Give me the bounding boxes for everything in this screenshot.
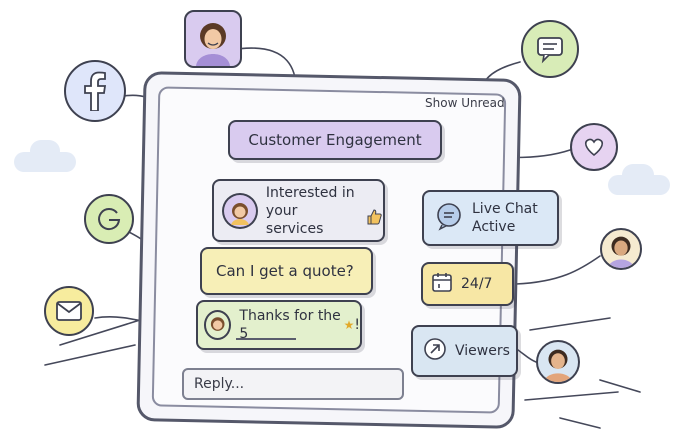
cloud-left <box>14 152 76 172</box>
message-punctuation: ! <box>354 317 360 333</box>
message-text: Interested in your services <box>266 184 383 238</box>
avatar <box>204 310 232 340</box>
avatar[interactable] <box>536 340 580 384</box>
message-interested[interactable]: Interested in your services <box>212 179 385 242</box>
mail-icon[interactable] <box>44 286 94 336</box>
page-title: Customer Engagement <box>228 120 442 160</box>
chat-bubble-icon[interactable] <box>521 20 579 78</box>
divider <box>236 338 296 340</box>
heart-icon[interactable] <box>570 123 618 171</box>
arrow-icon <box>423 337 447 365</box>
chat-bubble-icon <box>434 201 464 236</box>
thumbs-up-icon <box>365 208 383 231</box>
calendar-icon <box>431 271 453 297</box>
live-chat-status[interactable]: Live Chat Active <box>422 190 559 246</box>
cloud-left-top <box>30 140 60 162</box>
facebook-icon[interactable] <box>64 60 126 122</box>
avatar <box>222 192 258 229</box>
show-unread-link[interactable]: Show Unread <box>425 96 505 110</box>
message-text: Thanks for the 5 <box>239 308 341 342</box>
message-quote[interactable]: Can I get a quote? <box>200 247 373 295</box>
avatar[interactable] <box>600 228 642 270</box>
message-thanks[interactable]: Thanks for the 5 ★ ! <box>196 300 362 350</box>
star-icon: ★ <box>343 318 355 332</box>
cloud-right-top <box>622 164 654 186</box>
viewers-button[interactable]: Viewers <box>411 325 518 377</box>
google-icon[interactable] <box>84 194 134 244</box>
message-text: Can I get a quote? <box>216 262 354 280</box>
avatar[interactable] <box>184 10 242 68</box>
reply-input[interactable]: Reply... <box>182 368 404 400</box>
hours-badge: 24/7 <box>421 262 514 306</box>
